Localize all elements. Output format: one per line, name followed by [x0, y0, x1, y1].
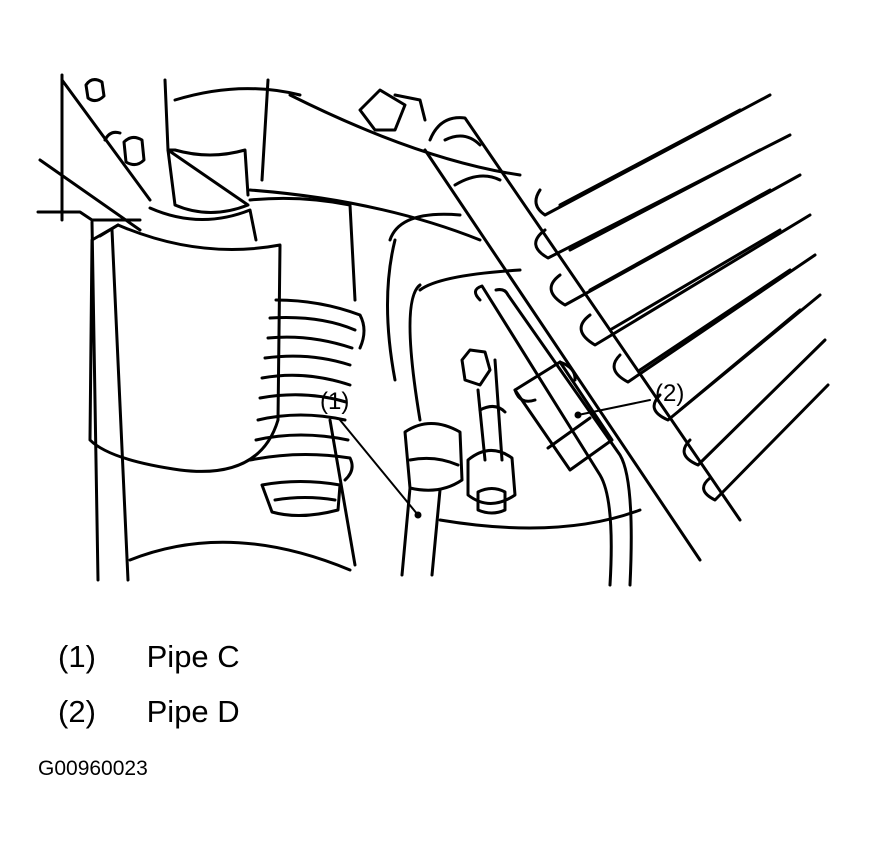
radiator-fins — [534, 93, 830, 502]
pipe-d-assembly — [474, 284, 633, 587]
callout-1-label: (1) — [320, 388, 350, 415]
leader-dot-1 — [414, 511, 422, 519]
legend-item-2: (2) Pipe D — [58, 696, 240, 727]
pipe-c-assembly — [400, 422, 464, 577]
legend-number: (2) — [58, 694, 96, 729]
leader-dot-2 — [574, 411, 582, 419]
cylinder-component — [88, 148, 282, 473]
lower-housing — [128, 418, 642, 572]
figure-id: G00960023 — [38, 757, 148, 780]
leader-line-2 — [577, 399, 651, 416]
bolt-and-connector — [460, 348, 517, 515]
background-housing — [36, 73, 522, 582]
leader-line-1 — [339, 419, 419, 516]
corrugated-boot — [248, 196, 366, 518]
upper-diagonal-pipe — [423, 116, 742, 562]
legend-item-1: (1) Pipe C — [58, 641, 240, 672]
legend-label: Pipe D — [146, 694, 240, 729]
engine-bay-illustration — [36, 73, 830, 587]
legend-number: (1) — [58, 639, 96, 674]
legend-label: Pipe C — [146, 639, 240, 674]
callout-2-label: (2) — [655, 380, 685, 407]
